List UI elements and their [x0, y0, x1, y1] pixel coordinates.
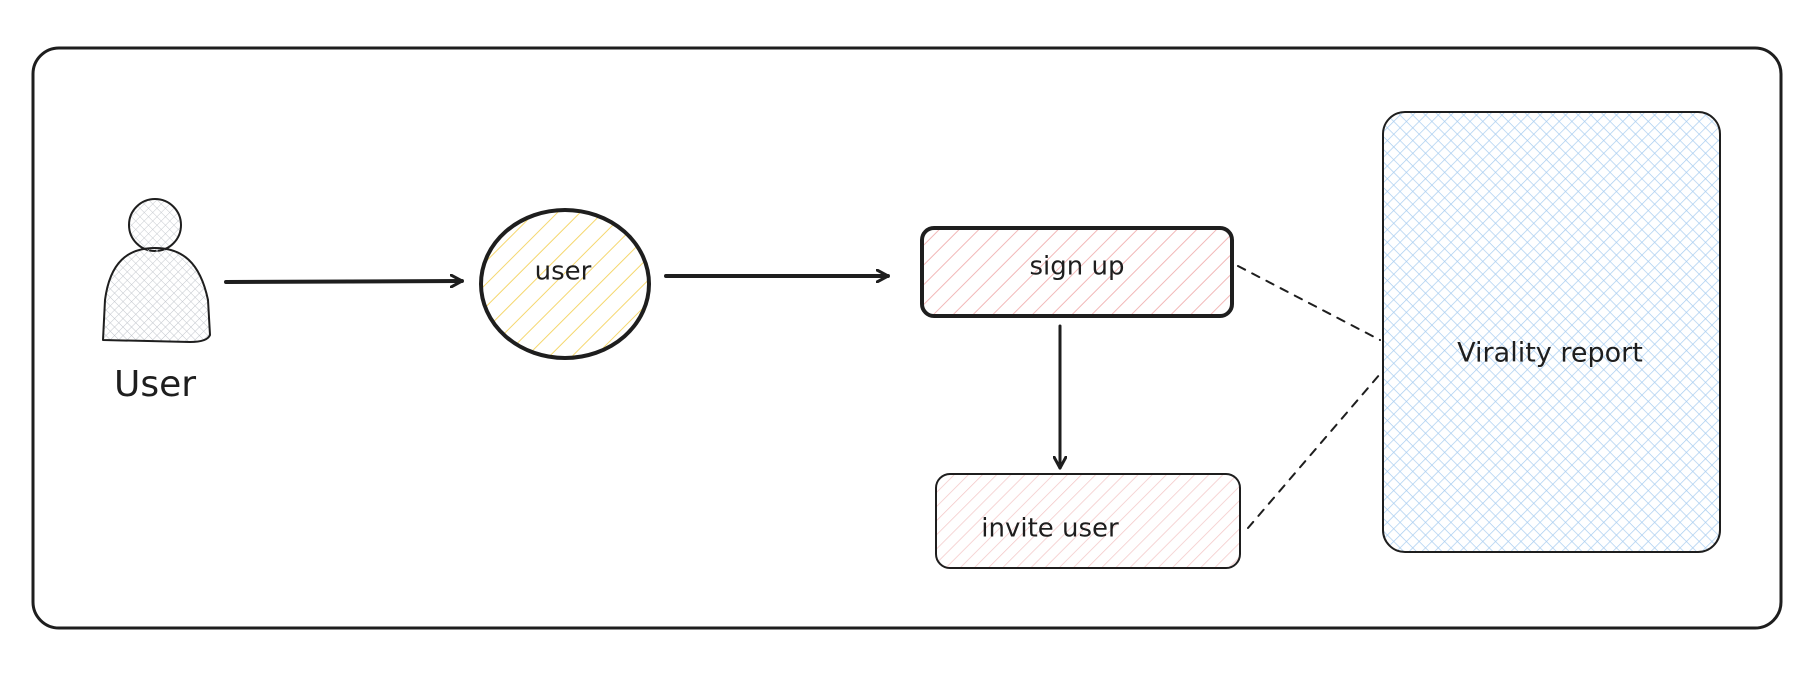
- arrow-actor-to-user: [224, 281, 464, 282]
- user-node-label: user: [535, 257, 592, 287]
- signup-label: sign up: [1030, 252, 1125, 282]
- invite-label: invite user: [981, 514, 1119, 544]
- actor-label: User: [114, 364, 196, 405]
- invite-node[interactable]: [935, 473, 1241, 569]
- report-node[interactable]: [1382, 111, 1721, 553]
- actor-body: [102, 247, 211, 343]
- actor-head: [128, 198, 182, 252]
- user-node[interactable]: [479, 208, 651, 360]
- dashed-link-invite-report: [1247, 373, 1381, 529]
- report-label: Virality report: [1457, 338, 1643, 369]
- signup-node[interactable]: [920, 226, 1234, 318]
- outer-frame: [31, 46, 1783, 630]
- person-icon[interactable]: [102, 198, 211, 343]
- dashed-link-signup-report: [1237, 265, 1381, 341]
